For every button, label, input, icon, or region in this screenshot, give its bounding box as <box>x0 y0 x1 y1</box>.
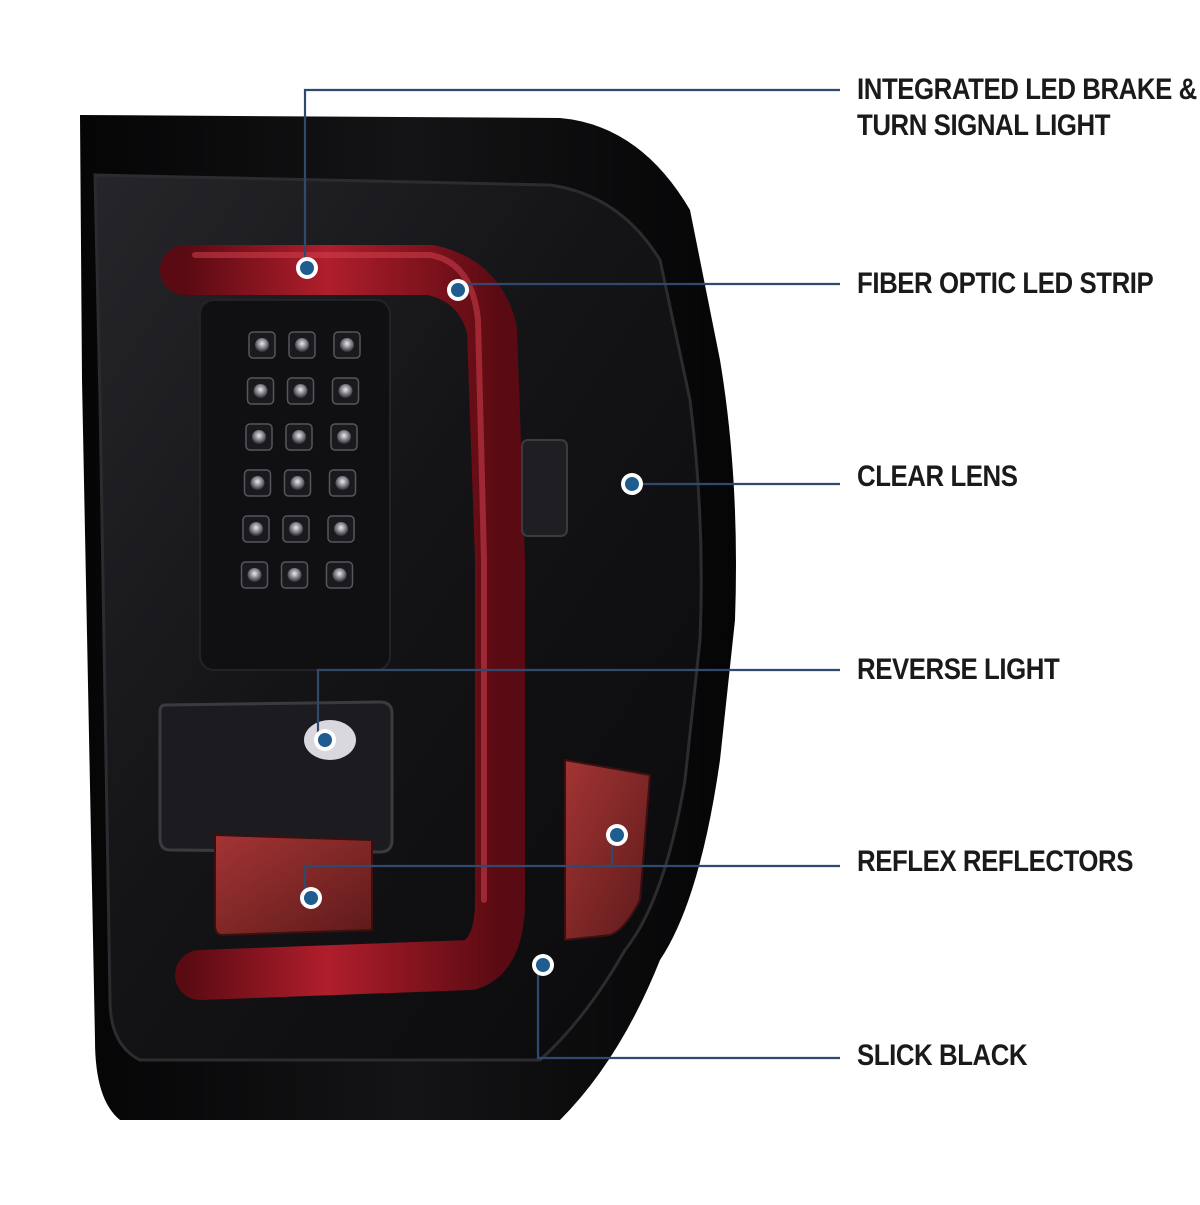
led-chip <box>340 338 354 352</box>
led-chip <box>253 384 268 398</box>
lens-rib <box>521 439 568 537</box>
label-fiber-optic: FIBER OPTIC LED STRIP <box>857 266 1154 302</box>
reverse-light-window <box>158 700 394 854</box>
led-chip <box>290 476 305 490</box>
fiber-optic-strip-highlight <box>192 252 487 903</box>
fiber-optic-strip <box>160 245 525 1000</box>
leader-line-slick-black <box>536 965 840 1060</box>
led-chip <box>295 338 309 352</box>
led-chip <box>255 338 269 352</box>
callouts-layer <box>296 88 840 1060</box>
label-slick-black: SLICK BLACK <box>857 1038 1028 1074</box>
label-integrated-led-line-2: TURN SIGNAL LIGHT <box>857 109 1111 142</box>
leader-line-reflex-reflectors <box>303 864 840 898</box>
led-chip <box>338 384 353 398</box>
led-chip <box>250 476 265 490</box>
led-chip <box>337 430 351 444</box>
marker-dot-integrated-led <box>300 261 314 275</box>
led-chip <box>292 430 306 444</box>
label-integrated-led-line-1: INTEGRATED LED BRAKE & <box>857 73 1197 106</box>
label-integrated-led: INTEGRATED LED BRAKE & TURN SIGNAL LIGHT <box>857 72 1197 144</box>
marker-dot-fiber-optic <box>451 283 465 297</box>
reflector-left <box>214 833 373 937</box>
label-reflex-reflectors-line-1: REFLEX REFLECTORS <box>857 845 1134 878</box>
led-chip <box>335 476 350 490</box>
label-reverse-light: REVERSE LIGHT <box>857 652 1060 688</box>
marker-dot-reverse-light <box>318 733 332 747</box>
marker-dot-reflex-reflectors <box>304 891 318 905</box>
leader-line-integrated-led <box>303 88 840 268</box>
led-chip <box>289 522 303 536</box>
led-chip <box>249 522 263 536</box>
label-fiber-optic-line-1: FIBER OPTIC LED STRIP <box>857 267 1154 300</box>
label-clear-lens-line-1: CLEAR LENS <box>857 460 1018 493</box>
led-chip <box>287 568 302 582</box>
led-chip <box>334 522 348 536</box>
label-clear-lens: CLEAR LENS <box>857 459 1018 495</box>
led-chip <box>293 384 308 398</box>
marker-dot-clear-lens <box>625 477 639 491</box>
reflector-right <box>564 758 652 942</box>
led-chip <box>247 568 262 582</box>
label-slick-black-line-1: SLICK BLACK <box>857 1039 1028 1072</box>
marker-dot-reflex-reflectors-2 <box>610 828 624 842</box>
led-chip <box>252 430 266 444</box>
marker-dot-slick-black <box>536 958 550 972</box>
label-reflex-reflectors: REFLEX REFLECTORS <box>857 844 1133 880</box>
led-grid <box>240 331 361 589</box>
leader-line-reverse-light <box>316 668 840 740</box>
led-chip <box>332 568 347 582</box>
label-reverse-light-line-1: REVERSE LIGHT <box>857 653 1060 686</box>
